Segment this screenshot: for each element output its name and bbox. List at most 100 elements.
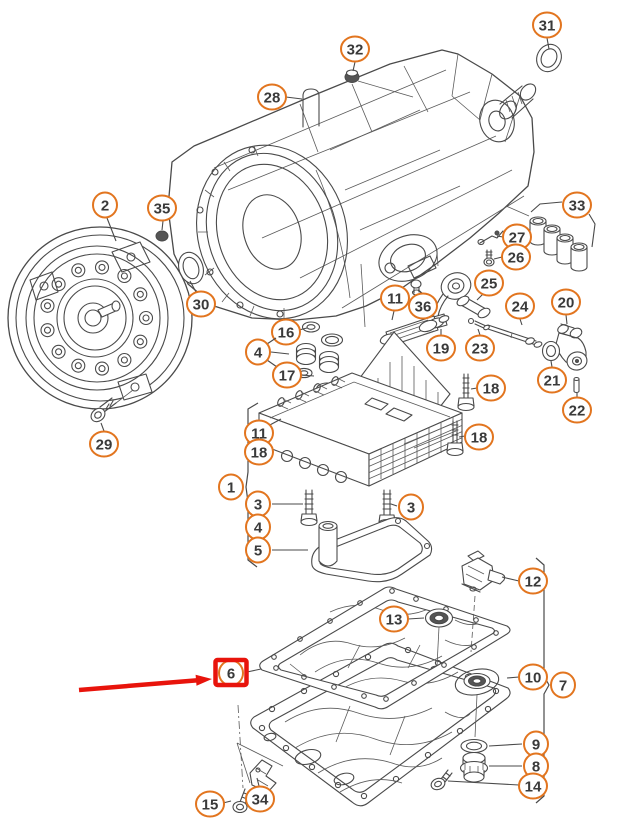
callout-12[interactable]: 12 bbox=[501, 567, 548, 595]
callout-19[interactable]: 19 bbox=[426, 329, 456, 362]
callout-number: 3 bbox=[407, 500, 415, 517]
callout-31[interactable]: 31 bbox=[532, 11, 562, 50]
callout-number: 2 bbox=[101, 198, 109, 215]
callout-18-3[interactable]: 18 bbox=[244, 438, 274, 466]
callout-25[interactable]: 25 bbox=[474, 269, 504, 301]
callout-number: 36 bbox=[415, 299, 432, 316]
leader-line bbox=[476, 293, 484, 301]
callout-circle bbox=[562, 396, 592, 424]
parking-bracket-20-art bbox=[555, 323, 588, 371]
callout-1[interactable]: 1 bbox=[218, 473, 244, 501]
callout-16[interactable]: 16 bbox=[271, 318, 308, 346]
leader-line bbox=[447, 780, 520, 786]
callout-circle bbox=[501, 243, 531, 271]
callout-27[interactable]: 27 bbox=[496, 223, 532, 251]
callout-13[interactable]: 13 bbox=[379, 605, 425, 633]
leader-line bbox=[477, 328, 481, 336]
callout-circle bbox=[408, 292, 438, 320]
bushing-21-art bbox=[541, 340, 561, 362]
seal-13-art bbox=[424, 608, 454, 667]
callout-28[interactable]: 28 bbox=[257, 83, 303, 111]
callout-10[interactable]: 10 bbox=[506, 663, 548, 691]
callout-number: 6 bbox=[227, 666, 235, 683]
callout-23[interactable]: 23 bbox=[465, 328, 495, 362]
callout-circle bbox=[465, 334, 495, 362]
callout-number: 18 bbox=[471, 430, 488, 447]
leader-line bbox=[266, 337, 277, 345]
callout-number: 30 bbox=[193, 297, 210, 314]
callout-21[interactable]: 21 bbox=[537, 360, 567, 394]
callout-6[interactable]: 6 bbox=[218, 659, 262, 687]
callout-30[interactable]: 30 bbox=[186, 280, 216, 318]
breather-pipe-28-art bbox=[302, 88, 320, 128]
plug-36-art bbox=[410, 279, 422, 296]
callout-17[interactable]: 17 bbox=[272, 361, 315, 389]
highlight-arrow-shaft bbox=[78, 677, 199, 693]
callout-11-2[interactable]: 11 bbox=[244, 418, 282, 447]
leader-line bbox=[470, 387, 478, 390]
callout-26[interactable]: 26 bbox=[493, 243, 531, 271]
callout-number: 28 bbox=[264, 90, 281, 107]
sensor-12-art bbox=[461, 550, 506, 653]
callout-4-2[interactable]: 4 bbox=[245, 513, 271, 541]
callout-circle bbox=[426, 334, 456, 362]
callout-number: 24 bbox=[512, 299, 529, 316]
callout-circle bbox=[379, 605, 409, 633]
callout-2[interactable]: 2 bbox=[92, 191, 118, 242]
callout-number: 16 bbox=[278, 325, 295, 342]
callout-3-2[interactable]: 3 bbox=[390, 493, 424, 521]
callout-number: 4 bbox=[254, 345, 263, 362]
leader-line bbox=[458, 435, 466, 438]
callout-circle bbox=[218, 473, 244, 501]
callout-5[interactable]: 5 bbox=[245, 536, 308, 564]
bolt-3a-art bbox=[300, 489, 318, 527]
callout-circle bbox=[398, 493, 424, 521]
sleeve-set-33-art bbox=[529, 216, 588, 272]
plug-35-art bbox=[155, 230, 169, 242]
callout-number: 33 bbox=[569, 198, 586, 215]
callout-9[interactable]: 9 bbox=[488, 730, 549, 758]
callout-15[interactable]: 15 bbox=[195, 790, 232, 818]
detent-roller-25-art bbox=[456, 295, 491, 319]
leader-line bbox=[352, 61, 356, 72]
callout-7[interactable]: 7 bbox=[550, 671, 576, 699]
callout-number: 15 bbox=[202, 797, 219, 814]
leader-line bbox=[519, 318, 523, 326]
callout-18[interactable]: 18 bbox=[470, 374, 506, 402]
callout-number: 3 bbox=[254, 497, 262, 514]
callout-circle bbox=[257, 83, 287, 111]
callout-32[interactable]: 32 bbox=[340, 35, 370, 72]
callout-22[interactable]: 22 bbox=[562, 393, 592, 424]
leader-line bbox=[417, 289, 423, 294]
callout-4[interactable]: 4 bbox=[245, 337, 290, 368]
callout-circle bbox=[474, 269, 504, 297]
callout-24[interactable]: 24 bbox=[505, 292, 535, 326]
callout-34[interactable]: 34 bbox=[245, 777, 275, 813]
callout-8[interactable]: 8 bbox=[489, 752, 549, 780]
callout-circle bbox=[505, 292, 535, 320]
callout-11[interactable]: 11 bbox=[380, 284, 410, 321]
leader-line bbox=[407, 617, 425, 620]
leader-line bbox=[530, 201, 563, 213]
leader-line bbox=[161, 220, 164, 231]
callout-3[interactable]: 3 bbox=[245, 490, 303, 518]
pin-23-art bbox=[467, 317, 490, 331]
callout-number: 12 bbox=[525, 574, 542, 591]
bracket-34-art bbox=[236, 704, 284, 793]
callout-14[interactable]: 14 bbox=[447, 772, 548, 800]
callout-18-2[interactable]: 18 bbox=[458, 423, 494, 451]
callout-35[interactable]: 35 bbox=[147, 194, 177, 231]
callout-33[interactable]: 33 bbox=[530, 191, 596, 248]
leader-line bbox=[588, 213, 596, 248]
callout-circle bbox=[380, 284, 410, 312]
callout-29[interactable]: 29 bbox=[89, 422, 119, 458]
oil-filter-art bbox=[311, 517, 433, 583]
callout-number: 32 bbox=[347, 42, 364, 59]
lever-27-art bbox=[477, 230, 504, 246]
leader-line bbox=[546, 37, 550, 50]
callout-36[interactable]: 36 bbox=[408, 289, 438, 320]
pan-gasket-art bbox=[259, 586, 511, 710]
callout-20[interactable]: 20 bbox=[551, 288, 581, 325]
leader-line bbox=[270, 351, 290, 355]
callout-circle bbox=[464, 423, 494, 451]
